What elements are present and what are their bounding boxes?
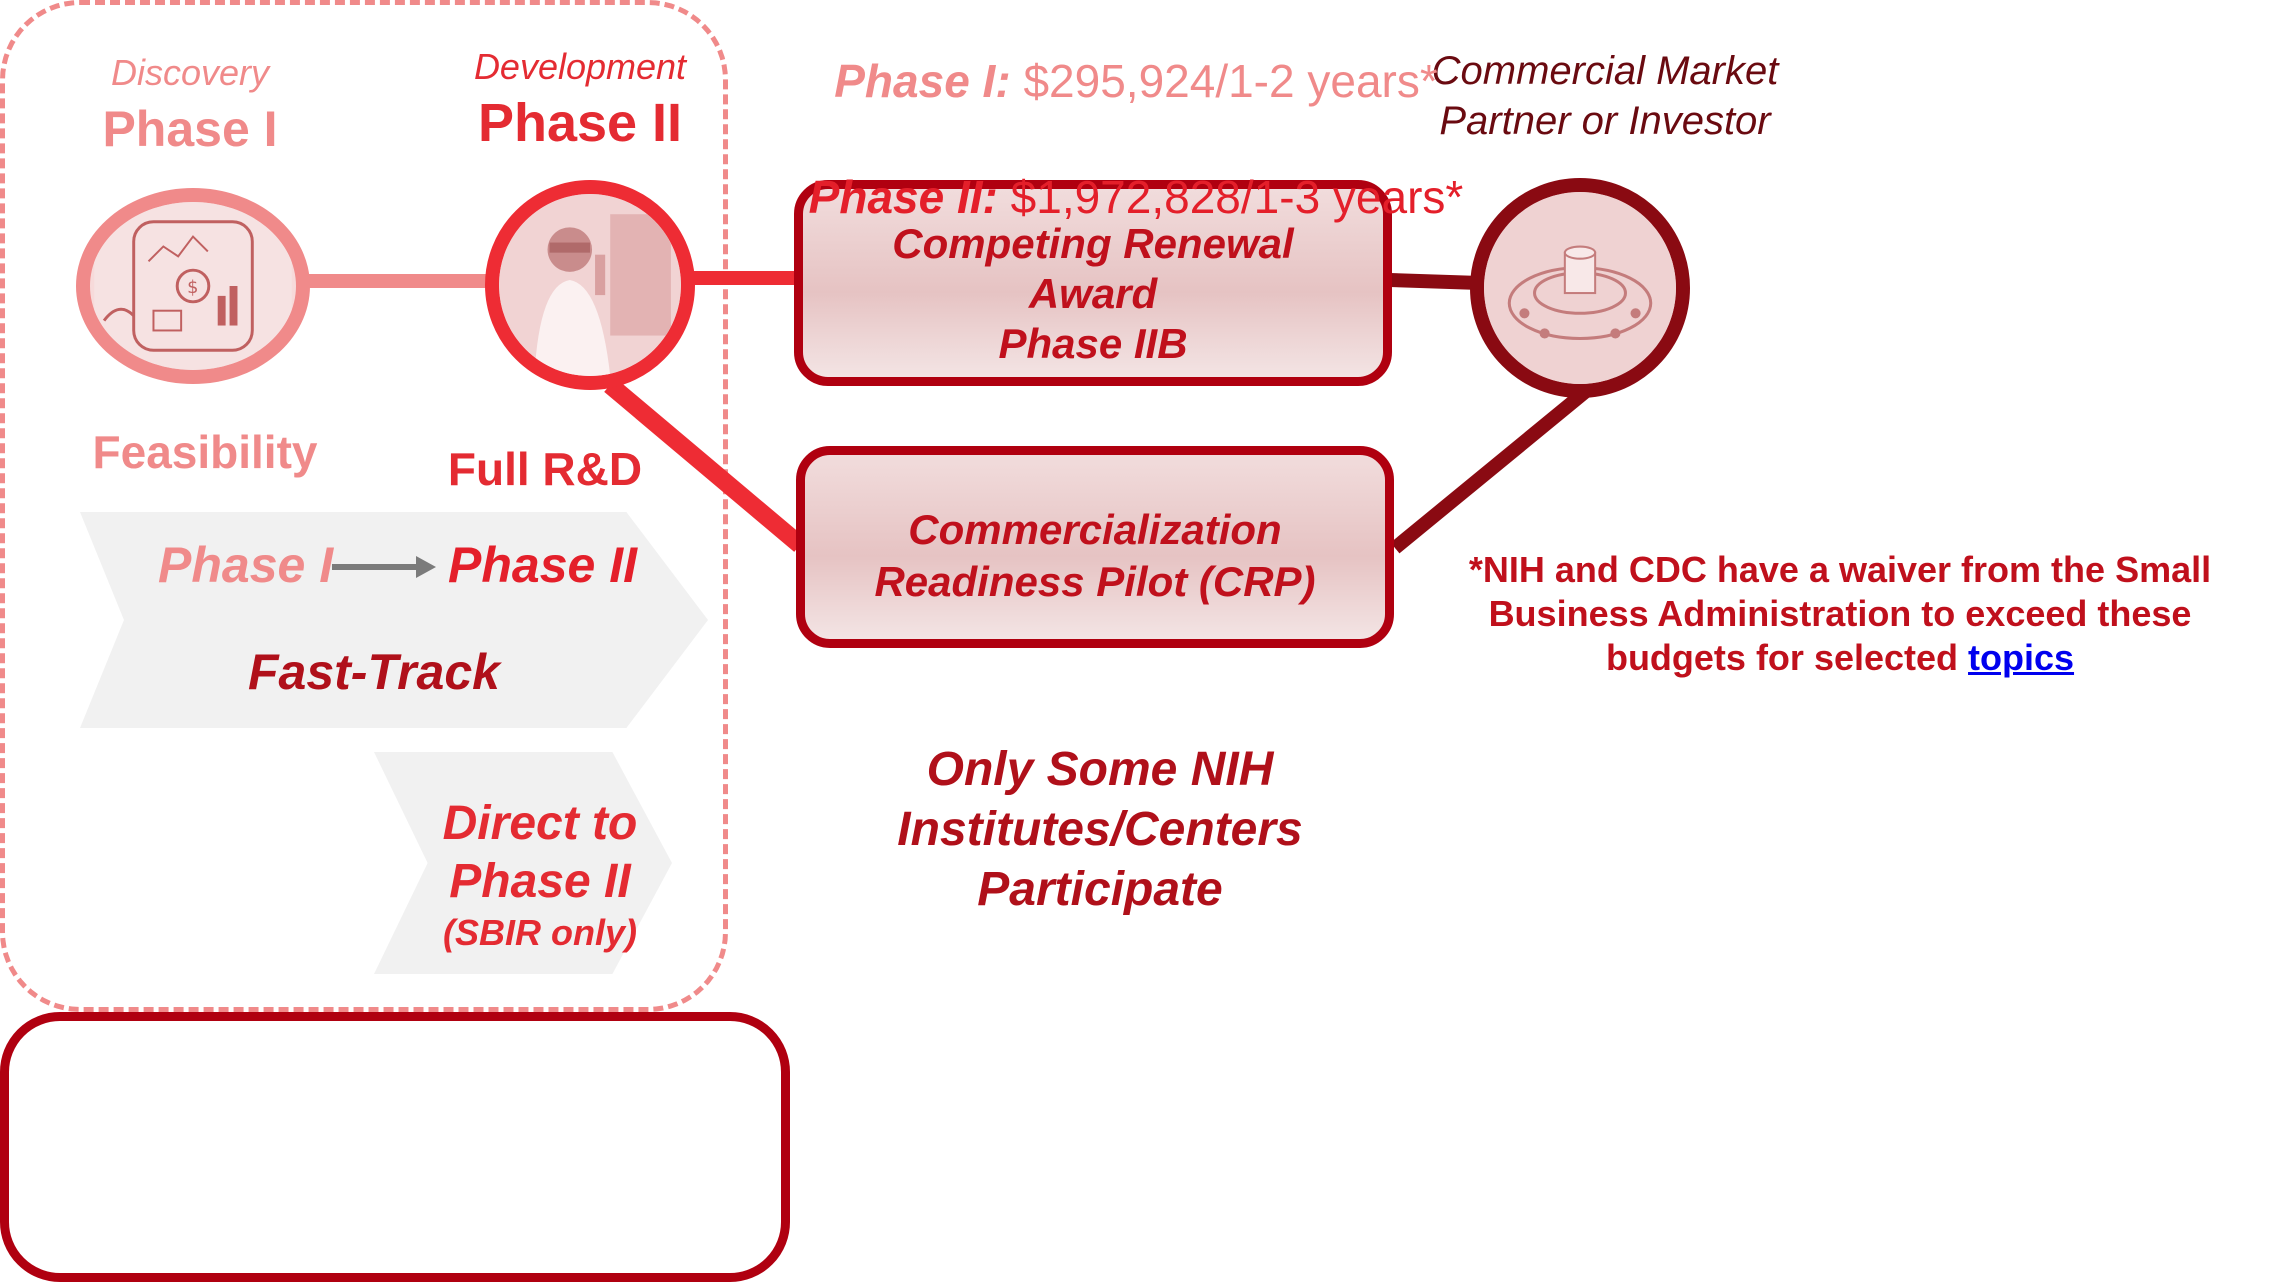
participation-note: Only Some NIH Institutes/Centers Partici… <box>840 740 1360 920</box>
phase1-budget-label: Phase I: <box>834 55 1011 107</box>
waiver-note: *NIH and CDC have a waiver from the Smal… <box>1440 548 2240 680</box>
topics-link[interactable]: topics <box>1968 637 2075 678</box>
phase2-budget-label: Phase II: <box>808 171 998 223</box>
direct-line1: Direct to <box>442 797 638 850</box>
phase2-descriptor: Full R&D <box>447 443 643 495</box>
participation-line2: Institutes/Centers <box>897 803 1303 856</box>
participation-line1: Only Some NIH <box>926 743 1274 796</box>
budget-box: Phase I: $295,924/1-2 years* Phase II: $… <box>0 55 1463 1282</box>
waiver-line3: budgets for selected topics <box>1440 636 2240 680</box>
svg-text:$: $ <box>187 277 198 298</box>
waiver-line1: *NIH and CDC have a waiver from the Smal… <box>1468 549 2212 590</box>
data-analysis-sketch-image: $ <box>94 202 292 370</box>
waiver-line2: Business Administration to exceed these <box>1488 593 2192 634</box>
phase1-budget-value: $295,924/1-2 years* <box>1023 55 1438 107</box>
renewal-line3: Phase IIB <box>998 320 1188 367</box>
phase1-title: Phase I <box>102 101 278 157</box>
waiver-line3-prefix: budgets for selected <box>1605 637 1969 678</box>
phase1-descriptor: Feasibility <box>92 426 318 478</box>
phase2-budget-value: $1,972,828/1-3 years* <box>1010 171 1464 223</box>
participation-line3: Participate <box>977 863 1223 916</box>
phase2-budget: Phase II: $1,972,828/1-3 years* <box>0 170 2272 224</box>
phase-group-frame <box>0 0 728 1012</box>
competing-renewal-box: Competing Renewal Award Phase IIB <box>794 180 1392 386</box>
phase1-budget: Phase I: $295,924/1-2 years* <box>0 54 2272 108</box>
direct-to-phase2-label: Direct to Phase II (SBIR only) <box>420 795 660 955</box>
crp-box: Commercialization Readiness Pilot (CRP) <box>796 446 1394 648</box>
renewal-line1: Competing Renewal <box>892 220 1294 267</box>
connector-renewal-commercial <box>1389 273 1481 290</box>
crp-line2: Readiness Pilot (CRP) <box>874 558 1316 605</box>
phase2-title: Phase II <box>477 93 683 153</box>
fast-track-to: Phase II <box>448 537 637 593</box>
automated-lab-equipment-image <box>1484 192 1676 384</box>
fast-track-label: Fast-Track <box>248 644 500 700</box>
connector-crp-commercial <box>1390 386 1590 554</box>
commercial-line2: Partner or Investor <box>1439 99 1771 143</box>
commercial-market-label: Commercial Market Partner or Investor <box>1380 46 1830 146</box>
direct-note: (SBIR only) <box>443 912 637 953</box>
connector-phase2-crp <box>604 378 806 552</box>
phase1-stage-label: Discovery <box>110 52 270 93</box>
scientist-laboratory-image <box>499 194 681 376</box>
fast-track-from: Phase I <box>158 537 334 593</box>
renewal-line2: Award <box>1028 270 1158 317</box>
commercial-line1: Commercial Market <box>1431 49 1779 93</box>
phase2-stage-label: Development <box>473 46 687 87</box>
connector-lines <box>300 271 1590 554</box>
fast-track-arrow-icon <box>332 556 436 578</box>
crp-line1: Commercialization <box>908 506 1282 553</box>
fast-track-chevron <box>80 512 708 728</box>
direct-line2: Phase II <box>449 855 631 908</box>
